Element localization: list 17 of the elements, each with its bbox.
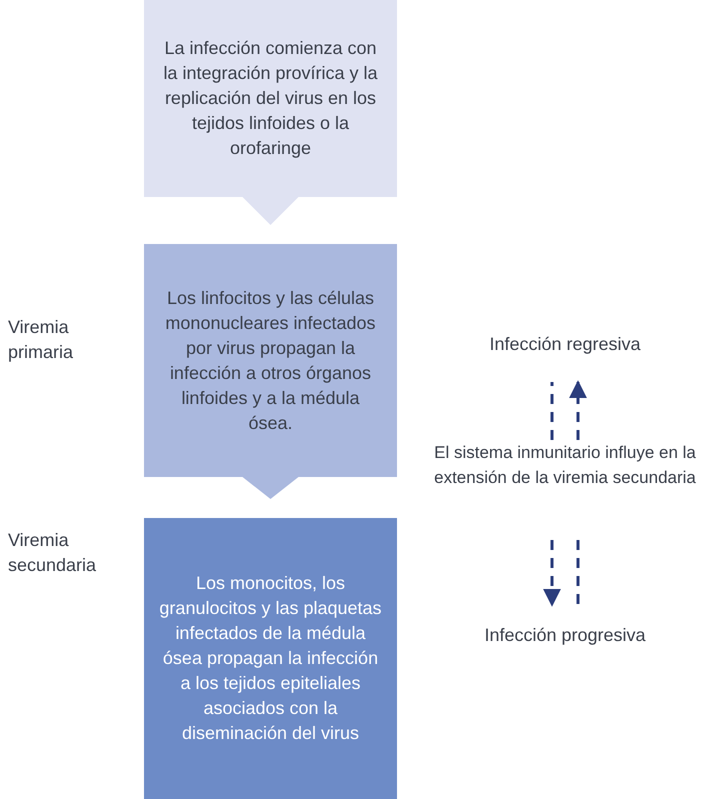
outcome-text: Infección progresiva [484, 624, 646, 647]
dashed-arrow [569, 380, 587, 440]
dashed-arrow [543, 540, 561, 607]
stage-label: Viremia secundaria [8, 529, 98, 577]
chevron-arrow [242, 197, 298, 225]
outcome-text: Infección regresiva [489, 333, 641, 356]
process-box [144, 0, 397, 197]
dashed-line [576, 540, 580, 605]
process-box [144, 244, 397, 477]
outcome-text: El sistema inmunitario influye en la extensión de la viremia secundaria [433, 442, 697, 489]
stage-label: Viremia primaria [8, 316, 74, 364]
box-text: Los monocitos, los granulocitos y las plaquetas infectados de la médula ósea propagan la infección a los tejidos epiteliales asociados con la diseminación del virus [158, 572, 383, 745]
chevron-arrow [242, 477, 298, 499]
dashed-line [550, 382, 554, 440]
box-text: Los linfocitos y las células mononucleares infectados por virus propagan la infección a otros órganos linfoides y a la médula ósea. [164, 286, 377, 434]
box-text: La infección comienza con la integración provírica y la replicación del virus en los tejidos linfoides o la orofaringe [162, 37, 379, 160]
process-box [144, 518, 397, 799]
